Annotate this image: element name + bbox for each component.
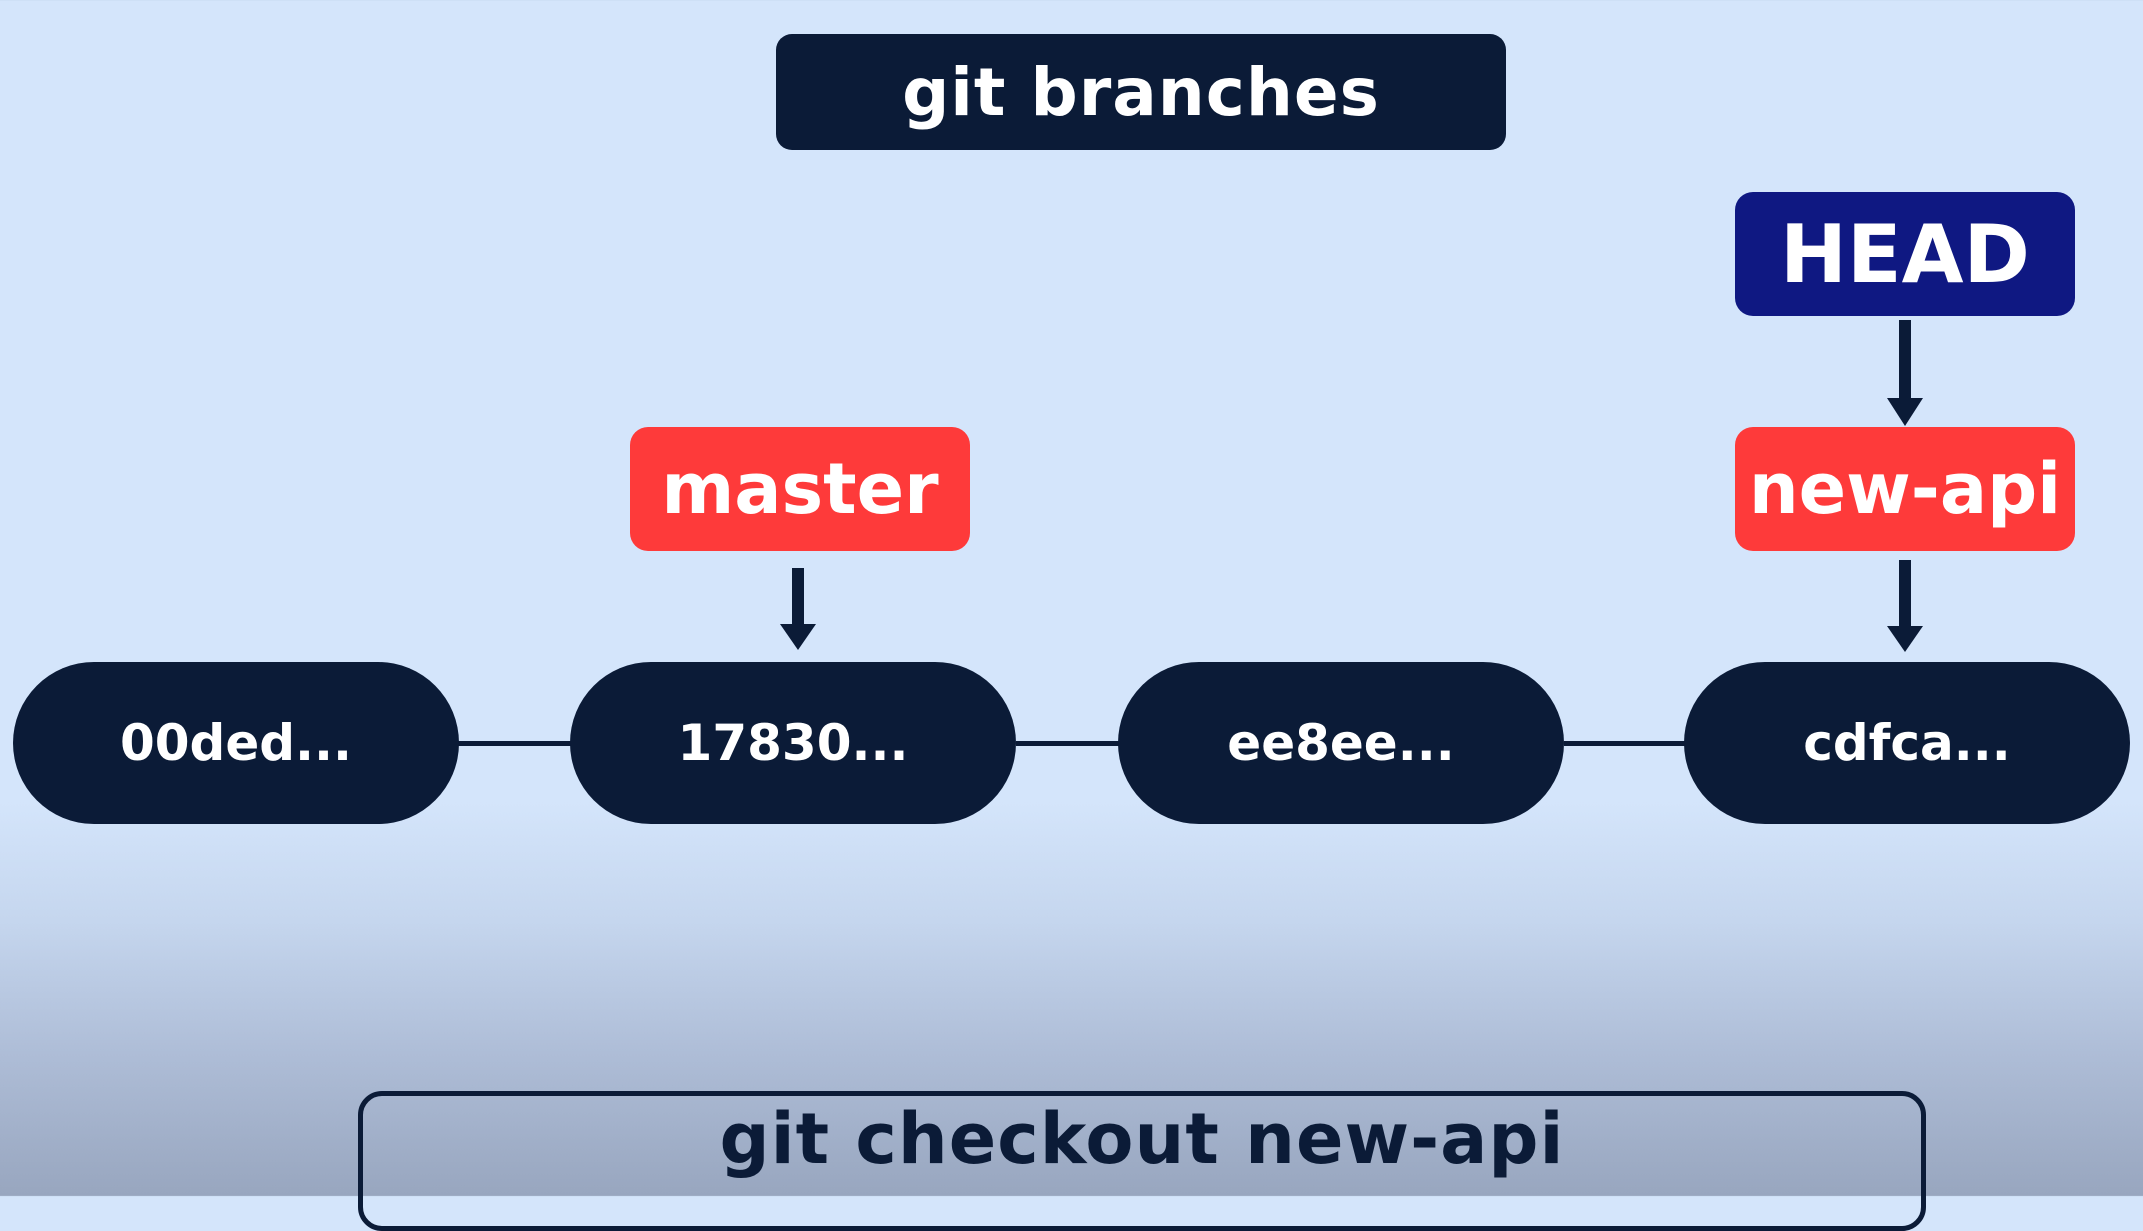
commit-link-3: [1564, 741, 1686, 746]
command-text: git checkout new-api: [719, 1098, 1565, 1180]
head-to-branch-arrow: [1887, 320, 1923, 426]
branch-label-new-api: new-api: [1735, 427, 2075, 551]
commit-link-2: [1016, 741, 1120, 746]
diagram-title: git branches: [776, 34, 1506, 150]
master-to-commit-arrow: [780, 568, 816, 650]
commit-node-cdfca: cdfca...: [1684, 662, 2130, 824]
new-api-to-commit-arrow: [1887, 560, 1923, 652]
head-pointer-label: HEAD: [1735, 192, 2075, 316]
commit-node-ee8ee: ee8ee...: [1118, 662, 1564, 824]
commit-node-00ded: 00ded...: [13, 662, 459, 824]
command-box: git checkout new-api: [358, 1091, 1926, 1231]
branch-label-master: master: [630, 427, 970, 551]
commit-link-1: [458, 741, 572, 746]
commit-node-17830: 17830...: [570, 662, 1016, 824]
